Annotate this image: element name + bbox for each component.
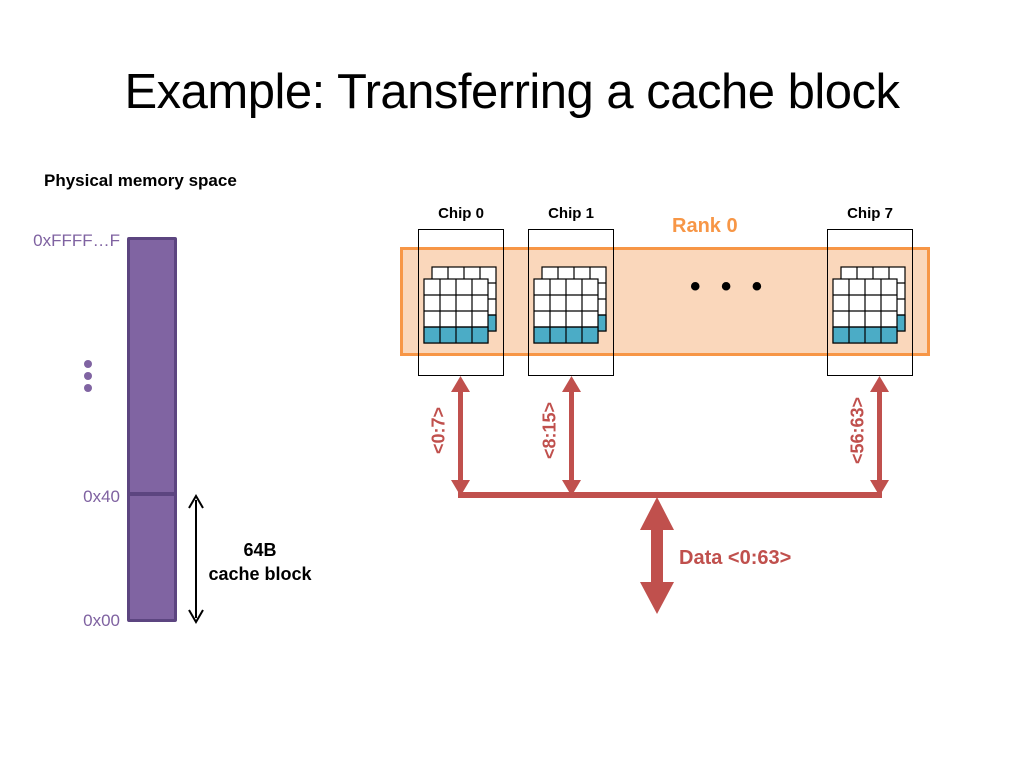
slide-title: Example: Transferring a cache block [124,65,900,119]
cache-block-divider [127,492,177,496]
chip-1-lane-label: <8:15> [539,401,560,460]
cache-block-arrow [188,494,204,624]
chip-1-banks [533,266,607,344]
chip-1-label: Chip 1 [548,205,594,222]
chip-7-lane-arrow [870,376,889,496]
data-bus-line [458,492,882,498]
chip-ellipsis: • • • [690,270,769,303]
cache-block-label: 64B cache block [195,538,325,586]
data-bus-label: Data <0:63> [679,547,792,569]
chip-1 [528,229,614,376]
chip-0 [418,229,504,376]
block-size: 64B [243,540,277,560]
memory-heading: Physical memory space [44,171,237,190]
address-top-label: 0xFFFF…F [33,231,120,250]
chip-7-lane-label: <56:63> [847,396,868,465]
chip-0-label: Chip 0 [438,205,484,222]
vertical-ellipsis-dot [84,360,92,368]
vertical-ellipsis-dot [84,384,92,392]
chip-1-lane-arrow [562,376,581,496]
rank-label: Rank 0 [672,215,738,237]
chip-7 [827,229,913,376]
chip-0-lane-label: <0:7> [428,406,449,455]
address-0x40-label: 0x40 [83,487,120,506]
chip-7-label: Chip 7 [847,205,893,222]
data-bus-arrow [640,497,674,614]
chip-0-banks [423,266,497,344]
chip-7-banks [832,266,906,344]
memory-bar [127,237,177,622]
chip-0-lane-arrow [451,376,470,496]
vertical-ellipsis-dot [84,372,92,380]
block-caption: cache block [208,564,312,584]
address-0x00-label: 0x00 [83,611,120,630]
